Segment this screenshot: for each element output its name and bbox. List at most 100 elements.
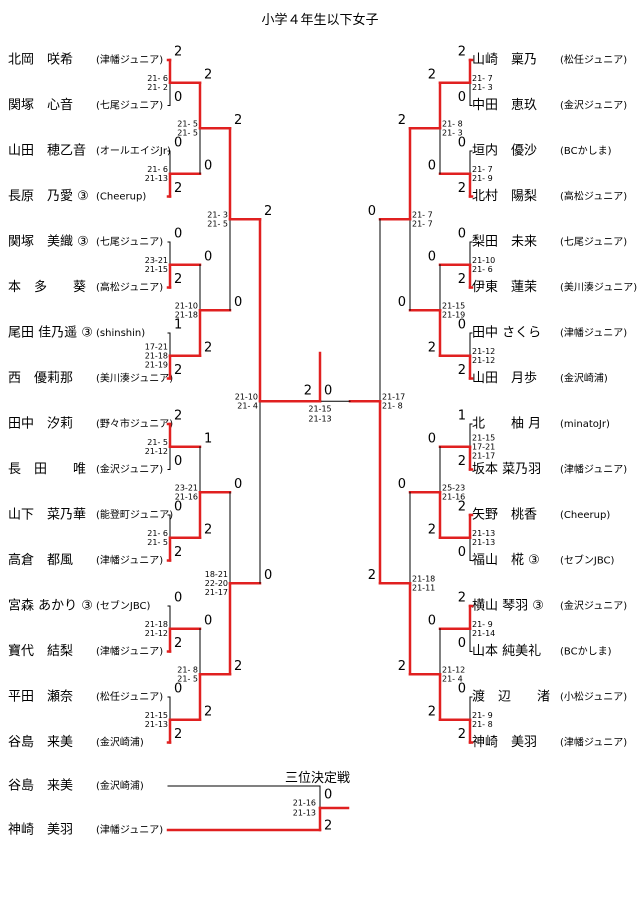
final-game-score: 21-15 [308, 405, 331, 414]
game-score: 21-15 [472, 433, 495, 442]
player-club: (野々市ジュニア) [96, 417, 173, 430]
player-club: (松任ジュニア) [96, 690, 163, 703]
game-score: 21-18 [145, 351, 168, 360]
game-score: 21-13 [145, 720, 168, 729]
game-score: 21-15 [145, 265, 168, 274]
match-score: 2 [234, 659, 242, 674]
bronze-match-title: 三位決定戦 [285, 771, 351, 786]
player-club: (七尾ジュニア) [96, 236, 163, 248]
game-score: 21- 9 [472, 620, 493, 629]
player-name: 坂本 菜乃羽 [472, 462, 541, 477]
player-name: 梨田 未来 [472, 235, 537, 250]
player-name: 長 田 唯 [8, 462, 86, 477]
match-score: 2 [174, 409, 182, 424]
match-score: 2 [204, 67, 212, 82]
match-score: 2 [174, 181, 182, 196]
player-club: (松任ジュニア) [560, 53, 627, 66]
game-score: 21-17 [205, 588, 228, 597]
game-score: 21- 5 [177, 119, 198, 128]
player-club: (金沢ジュニア) [96, 463, 163, 476]
player-club: (金沢崎浦) [560, 372, 608, 385]
player-club: (能登町ジュニア) [96, 508, 173, 521]
player-club: (セブンJBC) [560, 554, 615, 567]
match-score: 2 [234, 113, 242, 128]
game-score: 21-18 [145, 620, 168, 629]
match-score: 0 [174, 591, 182, 606]
game-score: 21-10 [472, 256, 495, 265]
game-score: 21-15 [442, 301, 465, 310]
match-score: 2 [204, 704, 212, 719]
game-score: 21- 5 [177, 128, 198, 137]
game-score: 21-10 [175, 301, 198, 310]
game-score: 21- 5 [147, 438, 168, 447]
player-club: (津幡ジュニア) [96, 823, 163, 836]
match-score: 0 [368, 204, 376, 219]
match-score: 0 [458, 636, 466, 651]
game-score: 17-21 [145, 342, 168, 351]
game-score: 25-23 [442, 483, 465, 492]
player-club: (津幡ジュニア) [560, 736, 627, 749]
match-score: 2 [458, 363, 466, 378]
player-name: 寶代 結梨 [8, 643, 73, 659]
match-score: 1 [458, 409, 466, 424]
game-score: 21-17 [382, 392, 405, 401]
bronze-score: 0 [324, 788, 332, 803]
match-score: 2 [428, 704, 436, 719]
game-score: 18-21 [205, 570, 228, 579]
player-name: 北 柚 月 [472, 417, 541, 432]
match-score: 2 [428, 340, 436, 355]
match-score: 1 [204, 431, 212, 446]
match-score: 2 [264, 204, 272, 219]
player-name: 矢野 桃香 [472, 508, 537, 523]
player-club: (津幡ジュニア) [96, 554, 163, 567]
game-score: 21- 7 [472, 165, 493, 174]
match-score: 0 [458, 227, 466, 242]
game-score: 21- 6 [147, 529, 168, 538]
player-name: 谷島 来美 [8, 779, 73, 794]
match-score: 2 [174, 363, 182, 378]
player-club: (オールエイジJr) [96, 145, 171, 157]
match-score: 2 [458, 181, 466, 196]
game-score: 21- 8 [472, 720, 493, 729]
match-score: 2 [458, 272, 466, 287]
game-score: 21- 6 [472, 265, 493, 274]
player-name: 谷島 来美 [8, 735, 73, 750]
match-score: 0 [234, 477, 242, 492]
game-score: 21- 4 [237, 401, 258, 410]
player-club: (BCかしま) [560, 646, 612, 658]
match-score: 0 [174, 227, 182, 242]
player-club: (金沢ジュニア) [560, 599, 627, 612]
player-name: 中田 恵玖 [472, 97, 537, 113]
match-score: 0 [428, 158, 436, 173]
player-club: (shinshin) [96, 328, 145, 339]
player-name: 神崎 美羽 [8, 823, 73, 838]
game-score: 21-17 [472, 451, 495, 460]
player-name: 神崎 美羽 [472, 735, 537, 750]
game-score: 23-21 [145, 256, 168, 265]
player-club: (津幡ジュニア) [560, 326, 627, 339]
player-club: (BCかしま) [560, 145, 612, 157]
player-club: (美川湊ジュニア) [560, 281, 637, 294]
match-score: 2 [428, 522, 436, 537]
player-club: (津幡ジュニア) [96, 53, 163, 66]
bronze-game-score: 21-16 [293, 799, 316, 808]
game-score: 23-21 [175, 483, 198, 492]
player-club: (七尾ジュニア) [96, 100, 163, 112]
match-score: 0 [234, 295, 242, 310]
game-score: 21- 7 [412, 210, 433, 219]
game-score: 21- 5 [147, 538, 168, 547]
match-score: 0 [174, 682, 182, 697]
player-club: (小松ジュニア) [560, 690, 627, 703]
player-club: (金沢ジュニア) [560, 99, 627, 112]
game-score: 21-12 [145, 629, 168, 638]
match-score: 2 [174, 636, 182, 651]
player-name: 本 多 葵 [8, 279, 86, 295]
match-score: 1 [174, 318, 182, 333]
game-score: 21-12 [442, 665, 465, 674]
player-name: 山本 純美礼 [472, 643, 541, 659]
player-club: (高松ジュニア) [560, 190, 627, 203]
match-score: 0 [428, 613, 436, 628]
player-name: 山崎 稟乃 [472, 52, 537, 68]
game-score: 21- 8 [177, 665, 198, 674]
